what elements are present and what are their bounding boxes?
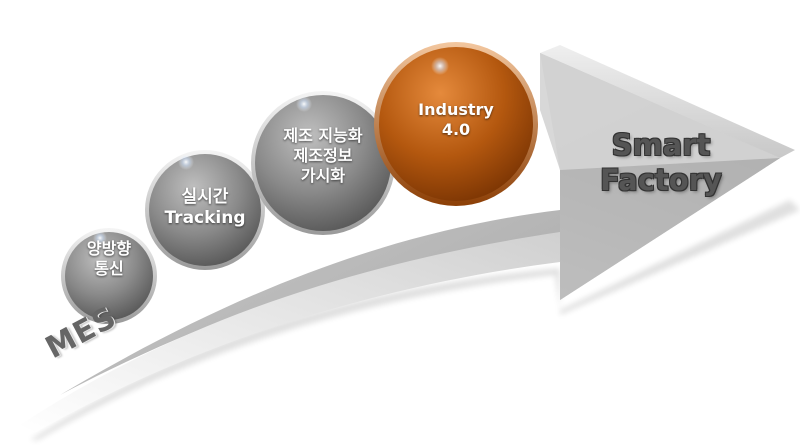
stage-label-1-line-1: 양방향: [86, 239, 132, 258]
arrow-head-highlight: [540, 53, 780, 170]
glint-icon: [431, 57, 449, 75]
stage-bubble-4: [374, 42, 538, 206]
stage-label-4-line-1: Industry: [418, 100, 494, 119]
stage-label-2-line-1: 실시간: [181, 187, 229, 207]
stage-label-3-line-2: 제조정보: [293, 146, 353, 165]
glint-icon: [93, 231, 107, 245]
stage-bubble-3: [251, 91, 395, 235]
stage-label-4: Industry 4.0: [406, 100, 506, 140]
stage-label-3: 제조 지능화 제조정보 가시화: [263, 126, 383, 186]
glint-icon: [178, 154, 194, 170]
stage-label-1: 양방향 통신: [69, 239, 149, 279]
stage-bubble-1: [61, 228, 157, 324]
target-label-line-1: Smart: [611, 128, 711, 162]
stage-label-4-line-2: 4.0: [441, 120, 471, 139]
arrow-top-face: [540, 45, 795, 158]
stage-label-3-line-3: 가시화: [300, 166, 346, 185]
arrow-head-facet: [560, 158, 780, 300]
stage-label-3-line-1: 제조 지능화: [283, 126, 363, 145]
target-label: Smart Factory: [576, 128, 746, 198]
stage-label-1-line-2: 통신: [94, 259, 124, 278]
stage-bubble-2: [145, 150, 265, 270]
glint-icon: [296, 96, 312, 112]
stage-label-2-line-2: Tracking: [164, 208, 246, 229]
stage-label-2: 실시간 Tracking: [150, 187, 260, 230]
target-label-line-2: Factory: [600, 162, 722, 197]
arrow-shadow: [30, 200, 800, 440]
